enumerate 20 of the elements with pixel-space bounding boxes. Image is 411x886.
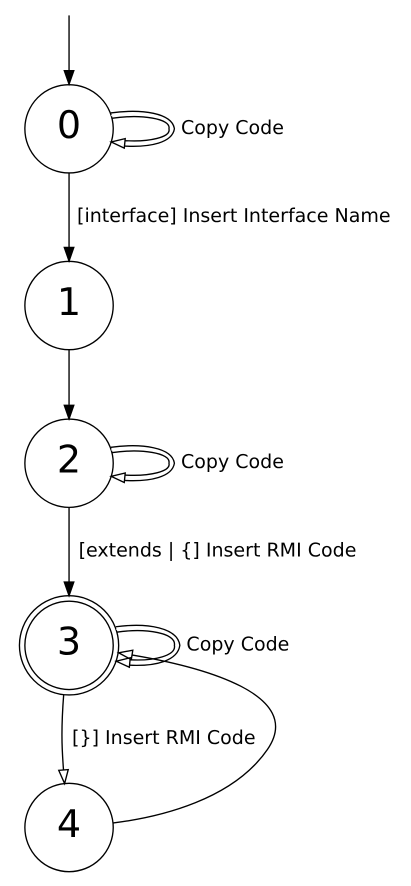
node-circle: 1 [24,260,114,350]
edge-label: [extends | {] Insert RMI Code [78,540,356,562]
edge-label: [}] Insert RMI Code [72,727,256,750]
edge-label: Copy Code [180,116,284,139]
edge-label: Copy Code [186,633,289,656]
node-circle: 4 [24,782,114,872]
arrow [62,15,74,86]
arrow [57,694,69,786]
arrow [114,624,180,668]
arrow [108,110,175,150]
arrow [62,350,74,421]
node-circle: 3 [18,595,119,696]
arrow [112,649,276,824]
node-circle: 2 [24,418,114,508]
arrow [108,445,175,484]
edge-label: Copy Code [180,451,284,474]
node-circle: 0 [24,84,114,174]
arrow [62,508,74,598]
arrow [62,173,74,264]
edge-label: [interface] Insert Interface Name [76,205,390,228]
